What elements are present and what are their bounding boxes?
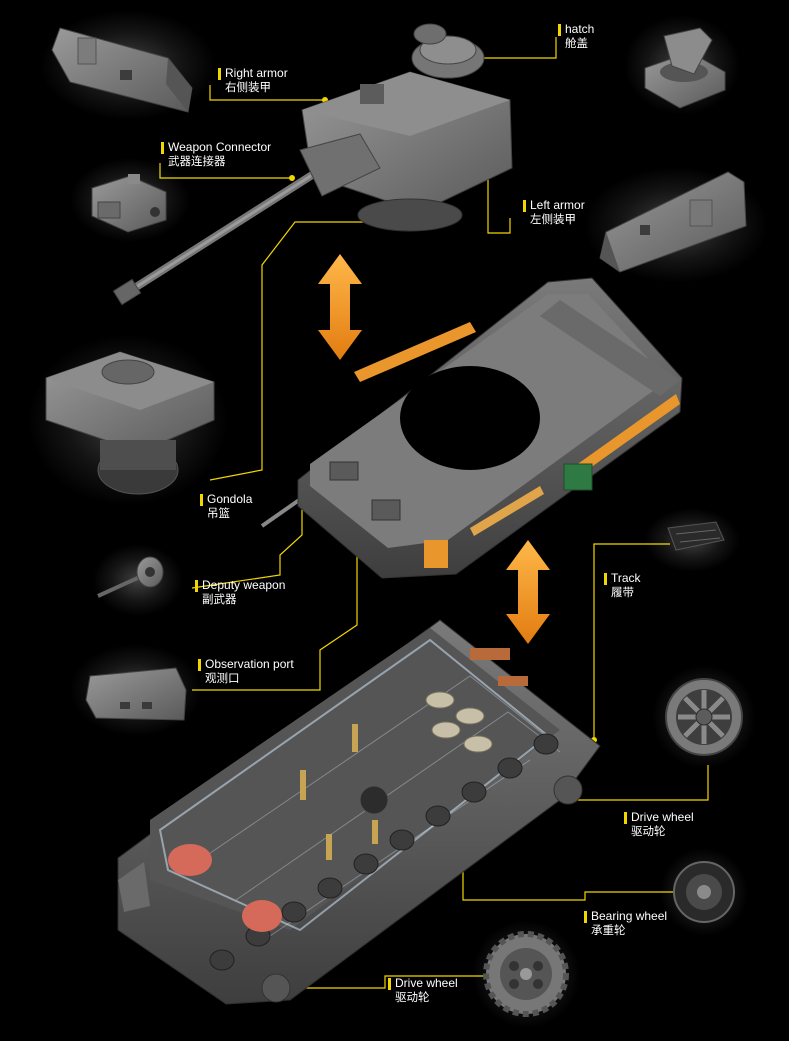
label-deputy-weapon: Deputy weapon 副武器 bbox=[195, 578, 286, 608]
label-left-armor-zh: 左侧装甲 bbox=[530, 214, 576, 226]
label-track: Track 履带 bbox=[604, 571, 641, 601]
chassis-icon bbox=[117, 619, 601, 1005]
drive-wheel-upper-part bbox=[652, 665, 756, 769]
leader-drive-wheel-upper bbox=[568, 765, 709, 801]
leader-right-armor bbox=[209, 85, 325, 101]
weapon-connector-part bbox=[70, 158, 190, 242]
label-deputy-weapon-zh: 副武器 bbox=[202, 594, 237, 606]
track-part bbox=[644, 508, 740, 572]
label-left-armor-en: Left armor bbox=[530, 198, 585, 212]
label-weapon-connector-en: Weapon Connector bbox=[168, 140, 272, 154]
label-right-armor-zh: 右侧装甲 bbox=[225, 82, 271, 94]
label-track-zh: 履带 bbox=[611, 587, 634, 599]
leader-observation bbox=[192, 544, 358, 691]
leader-turret-ring bbox=[209, 221, 405, 481]
label-bearing-wheel-en: Bearing wheel bbox=[591, 909, 668, 923]
leader-lines bbox=[159, 37, 709, 989]
label-gondola: Gondola 吊篮 bbox=[200, 492, 253, 522]
gondola-part bbox=[28, 334, 228, 506]
label-drive-wheel-upper-zh: 驱动轮 bbox=[631, 826, 666, 838]
label-drive-wheel-lower-zh: 驱动轮 bbox=[395, 992, 430, 1004]
drive-wheel-lower-part bbox=[472, 920, 580, 1028]
label-drive-wheel-upper: Drive wheel 驱动轮 bbox=[624, 810, 694, 840]
observation-port-part bbox=[70, 644, 202, 736]
label-observation-port: Observation port 观测口 bbox=[198, 657, 294, 687]
turret-icon bbox=[112, 23, 513, 306]
hull-machine-gun bbox=[260, 496, 304, 528]
hull-icon bbox=[260, 277, 683, 579]
bearing-wheel-part bbox=[660, 848, 748, 936]
label-drive-wheel-upper-en: Drive wheel bbox=[631, 810, 694, 824]
label-hatch: hatch 舱盖 bbox=[558, 22, 595, 52]
right-armor-part bbox=[40, 10, 216, 120]
assembly-arrow-icon bbox=[318, 254, 550, 644]
label-bearing-wheel-zh: 承重轮 bbox=[591, 925, 626, 937]
deputy-weapon-part bbox=[93, 544, 183, 616]
hatch-part bbox=[624, 15, 740, 115]
label-gondola-zh: 吊篮 bbox=[207, 508, 230, 520]
label-right-armor-en: Right armor bbox=[225, 66, 288, 80]
label-weapon-connector: Weapon Connector 武器连接器 bbox=[161, 140, 272, 170]
label-track-en: Track bbox=[611, 571, 641, 585]
leader-gondola bbox=[191, 498, 303, 589]
label-hatch-zh: 舱盖 bbox=[565, 38, 588, 50]
label-right-armor: Right armor 右侧装甲 bbox=[218, 66, 288, 96]
label-observation-port-zh: 观测口 bbox=[205, 673, 240, 685]
leader-drive-wheel-lower bbox=[276, 975, 510, 989]
label-bearing-wheel: Bearing wheel 承重轮 bbox=[584, 909, 668, 939]
label-deputy-weapon-en: Deputy weapon bbox=[202, 578, 286, 592]
label-observation-port-en: Observation port bbox=[205, 657, 294, 671]
label-gondola-en: Gondola bbox=[207, 492, 253, 506]
label-left-armor: Left armor 左侧装甲 bbox=[523, 198, 585, 228]
leader-hatch bbox=[456, 37, 557, 59]
label-drive-wheel-lower: Drive wheel 驱动轮 bbox=[388, 976, 458, 1006]
label-weapon-connector-zh: 武器连接器 bbox=[168, 156, 226, 168]
label-hatch-en: hatch bbox=[565, 22, 595, 36]
leader-left-armor bbox=[487, 157, 511, 234]
label-drive-wheel-lower-en: Drive wheel bbox=[395, 976, 458, 990]
leader-bearing-wheel bbox=[462, 868, 700, 901]
left-armor-part bbox=[584, 167, 768, 283]
